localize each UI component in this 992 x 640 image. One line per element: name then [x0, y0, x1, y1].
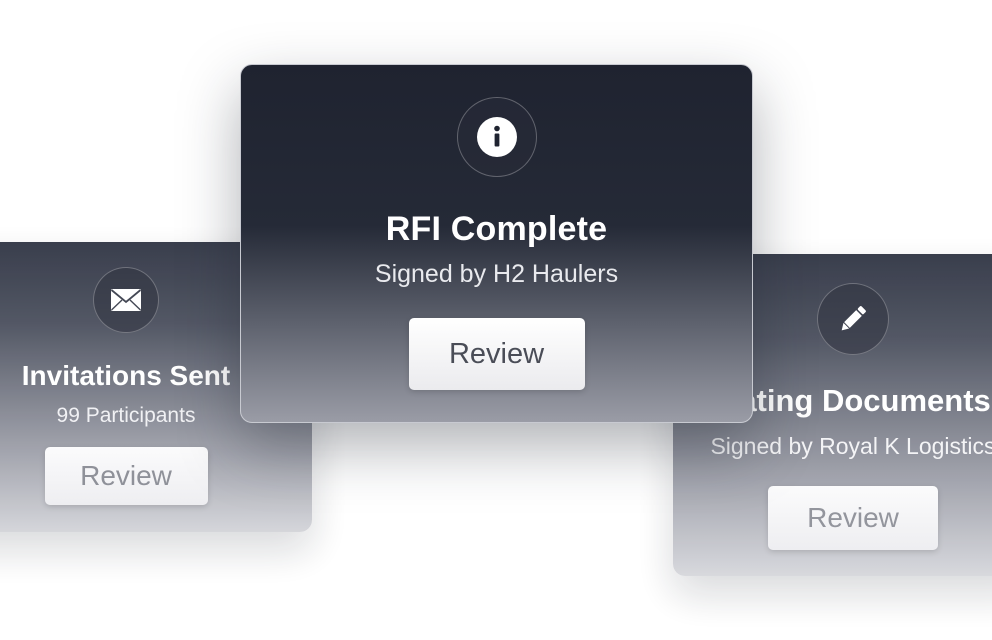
review-button[interactable]: Review [44, 447, 208, 505]
card-title: Gating Documents [715, 383, 991, 418]
card-subtitle: Signed by H2 Haulers [374, 260, 619, 288]
envelope-icon [93, 267, 159, 333]
card-subtitle: 99 Participants [56, 404, 196, 427]
rfi-complete-card: RFI Complete Signed by H2 Haulers Review [240, 64, 753, 423]
review-button[interactable]: Review [768, 486, 938, 550]
pencil-icon [817, 283, 889, 355]
card-title: Invitations Sent [21, 360, 231, 391]
card-title: RFI Complete [385, 210, 608, 248]
card-subtitle: Signed by Royal K Logistics [710, 433, 992, 459]
info-icon [456, 97, 537, 177]
review-button[interactable]: Review [408, 318, 585, 390]
